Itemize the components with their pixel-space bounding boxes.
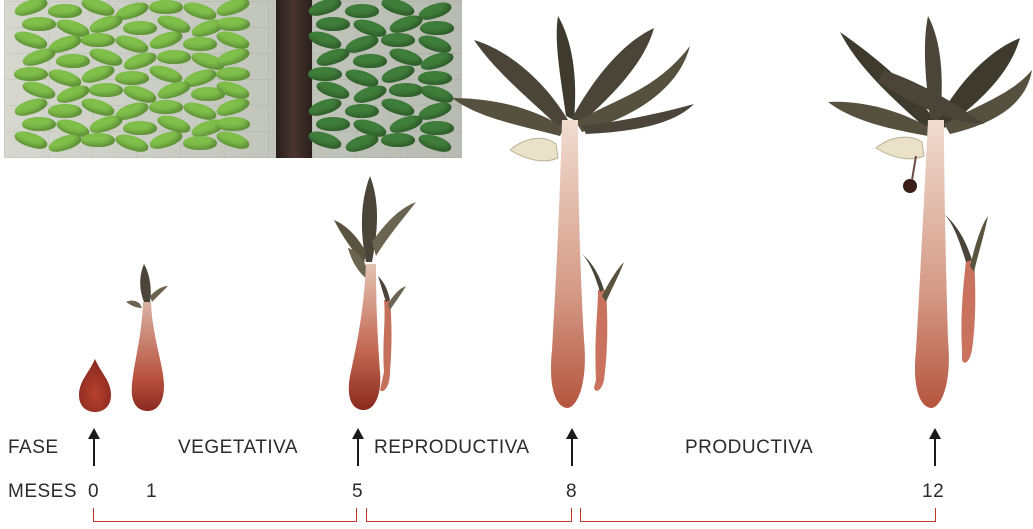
month-12: 12 [922, 481, 944, 503]
banana-finger [22, 117, 56, 131]
banana-finger [216, 67, 250, 81]
banana-finger [88, 12, 125, 36]
arrow-up-icon [352, 428, 364, 466]
arrow-up-icon [88, 428, 100, 466]
arrow-up-icon [929, 428, 941, 466]
banana-bunch-photo [4, 0, 462, 158]
month-0: 0 [88, 481, 99, 503]
banana-finger [114, 131, 151, 155]
banana-finger [183, 136, 217, 150]
banana-finger [389, 83, 423, 97]
bracket-productiva [580, 508, 936, 522]
phase-reproductiva: REPRODUCTIVA [374, 437, 530, 459]
green-banana-bunch-right [308, 0, 458, 158]
banana-finger [115, 71, 149, 85]
banana-finger [123, 21, 157, 35]
banana-finger [215, 128, 252, 152]
month-1: 1 [146, 481, 157, 503]
banana-finger [48, 4, 82, 18]
banana-finger [156, 78, 193, 102]
banana-finger [46, 131, 83, 155]
banana-finger [381, 33, 415, 47]
fruiting-plant-icon [824, 10, 1033, 415]
banana-finger [14, 67, 48, 81]
banana-finger [89, 83, 123, 97]
banana-finger [216, 17, 250, 31]
phase-vegetativa: VEGETATIVA [178, 437, 298, 459]
banana-finger [307, 128, 344, 152]
banana-finger [13, 95, 50, 119]
banana-finger [381, 133, 415, 147]
banana-finger [345, 4, 379, 18]
bracket-vegetativa [93, 508, 357, 522]
flowering-plant-icon [448, 10, 698, 415]
banana-finger [149, 100, 183, 114]
banana-finger [149, 0, 183, 14]
banana-finger [81, 33, 115, 47]
fase-label: FASE [8, 437, 59, 459]
banana-finger [353, 54, 387, 68]
green-banana-bunch-left [14, 0, 254, 158]
corm-icon [75, 355, 115, 415]
banana-finger [343, 131, 380, 155]
young-plant-icon [330, 172, 422, 414]
banana-finger [307, 95, 344, 119]
banana-finger [21, 45, 58, 69]
banana-finger [418, 71, 452, 85]
banana-finger [88, 112, 125, 136]
banana-finger [13, 128, 50, 152]
phase-productiva: PRODUCTIVA [685, 437, 813, 459]
arrow-up-icon [566, 428, 578, 466]
banana-finger [316, 17, 350, 31]
banana-finger [123, 121, 157, 135]
banana-finger [216, 117, 250, 131]
banana-finger [315, 45, 352, 69]
banana-finger [22, 17, 56, 31]
banana-finger [308, 67, 342, 81]
banana-finger [56, 54, 90, 68]
banana-finger [316, 117, 350, 131]
banana-finger [183, 37, 217, 51]
month-8: 8 [566, 481, 577, 503]
banana-finger [380, 62, 417, 86]
bracket-reproductiva [366, 508, 572, 522]
banana-finger [48, 104, 82, 118]
photo-post [276, 0, 312, 158]
banana-finger [215, 45, 252, 69]
banana-finger [81, 133, 115, 147]
banana-finger [345, 104, 379, 118]
meses-label: MESES [8, 481, 77, 503]
banana-finger [157, 50, 191, 64]
month-5: 5 [352, 481, 363, 503]
sucker-icon [120, 256, 176, 416]
